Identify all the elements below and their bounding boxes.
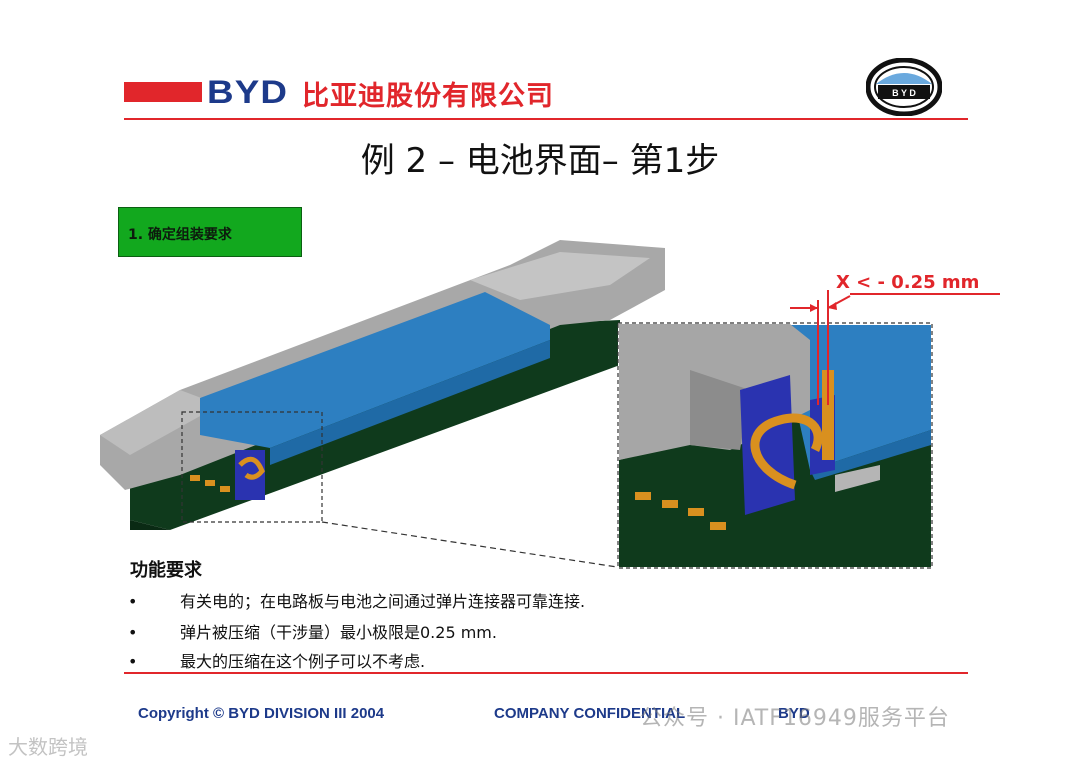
byd-logo: BYD — [207, 74, 289, 110]
header-rule — [124, 118, 968, 120]
zoom-detail — [617, 322, 933, 569]
step-box — [118, 207, 302, 257]
footer-copyright: Copyright © BYD DIVISION III 2004 — [138, 705, 385, 722]
step-label: 1. 确定组装要求 — [128, 227, 232, 243]
requirement-item: • 最大的压缩在这个例子可以不考虑. — [128, 648, 425, 672]
company-name: 比亚迪股份有限公司 — [302, 81, 554, 112]
bullet: • — [128, 623, 138, 642]
requirements-title: 功能要求 — [130, 560, 202, 581]
footer-confidential: COMPANY CONFIDENTIAL — [494, 705, 686, 722]
requirement-text: 弹片被压缩（干涉量）最小极限是0.25 mm. — [180, 623, 497, 642]
requirement-item: • 弹片被压缩（干涉量）最小极限是0.25 mm. — [128, 619, 497, 643]
requirement-item: • 有关电的；在电路板与电池之间通过弹片连接器可靠连接. — [128, 588, 585, 612]
dimension-callout — [790, 290, 1000, 405]
overview-model — [100, 240, 665, 568]
battery-interface-diagram — [100, 240, 1000, 569]
footer-rule — [124, 672, 968, 674]
emblem-text: B Y D — [892, 88, 916, 98]
requirement-text: 有关电的；在电路板与电池之间通过弹片连接器可靠连接. — [180, 592, 586, 611]
header-red-bar — [124, 82, 202, 102]
wechat-watermark: 公众号 · IATF16949服务平台 — [640, 706, 950, 731]
corner-watermark: 大数跨境 — [8, 735, 88, 759]
dimension-label: X < - 0.25 mm — [836, 272, 980, 293]
footer-right: BYD — [778, 705, 810, 722]
bullet: • — [128, 592, 138, 611]
bullet: • — [128, 652, 138, 671]
page-title: 例 2 – 电池界面– 第1步 — [360, 141, 720, 181]
requirement-text: 最大的压缩在这个例子可以不考虑. — [180, 652, 426, 671]
byd-emblem-icon: B Y D — [866, 58, 942, 116]
